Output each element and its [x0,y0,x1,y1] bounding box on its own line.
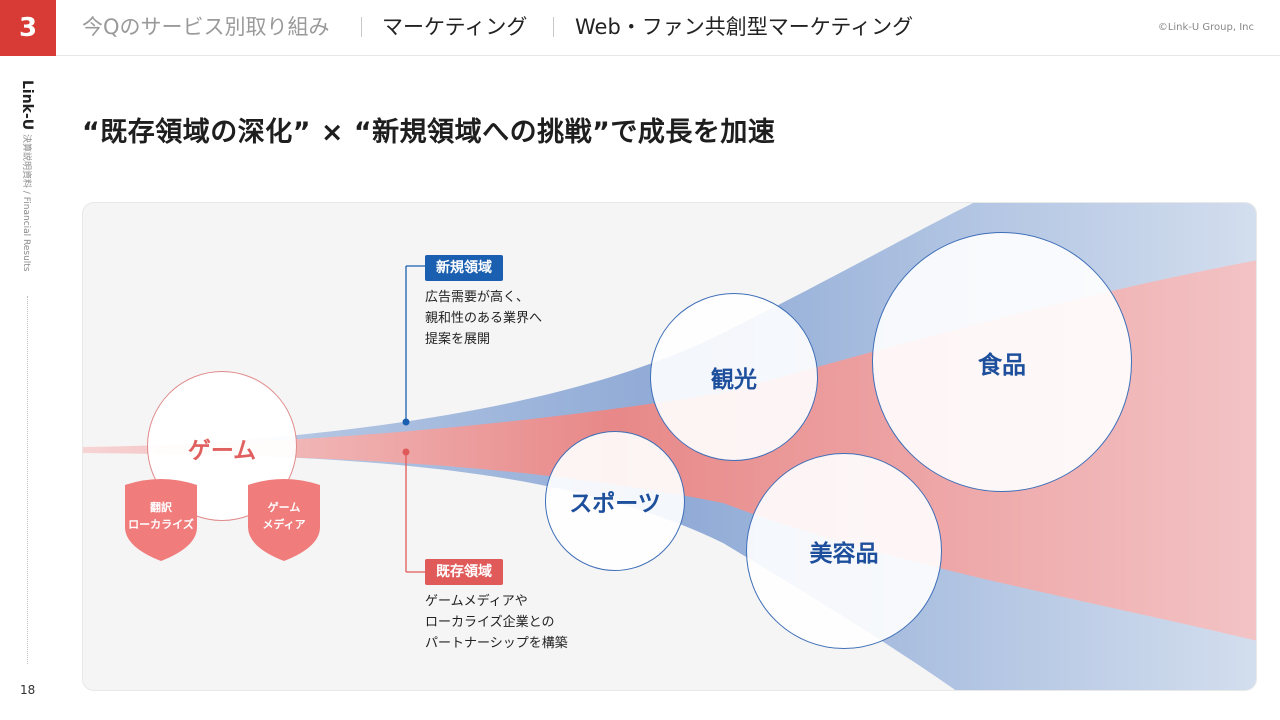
breadcrumb-item-1: 今Qのサービス別取り組み [82,15,330,39]
header: 3 今Qのサービス別取り組み マーケティング Web・ファン共創型マーケティング… [0,0,1280,56]
existing-area-tag: 既存領域 [425,559,503,585]
page-number: 18 [20,683,36,697]
breadcrumb-item-2: マーケティング [382,15,528,39]
shield-game-media: ゲーム メディア [244,475,324,563]
shield-label-localization: 翻訳 ローカライズ [128,501,194,531]
new-area-marker [402,418,410,426]
copyright: ©Link-U Group, Inc [1157,22,1254,33]
domain-circle-food: 食品 [872,232,1132,492]
side-divider [27,296,28,664]
growth-diagram: ゲーム 翻訳 ローカライズ ゲーム メディア 新規領域 広告需要が高く、 親和性… [82,202,1257,691]
existing-area-description: ゲームメディアや ローカライズ企業との パートナーシップを構築 [425,594,568,651]
domain-circle-beauty: 美容品 [746,453,942,649]
side-brand-logo: Link-U [19,80,35,131]
side-subtitle: 決算説明資料 / Financial Results [21,134,31,272]
page-title: “既存領域の深化” × “新規領域への挑戦”で成長を加速 [82,117,776,148]
domain-circle-sports: スポーツ [545,431,685,571]
game-label: ゲーム [187,438,257,464]
shield-icon [248,479,320,561]
new-area-description: 広告需要が高く、 親和性のある業界へ 提案を展開 [425,290,543,347]
breadcrumb-separator [361,17,362,37]
breadcrumb-separator [553,17,554,37]
breadcrumb-item-3: Web・ファン共創型マーケティング [575,15,914,39]
domain-circle-tourism: 観光 [650,293,818,461]
section-number-badge: 3 [0,0,56,56]
new-area-tag: 新規領域 [425,255,503,281]
existing-area-marker [402,448,410,456]
shield-icon [125,479,197,561]
shield-localization: 翻訳 ローカライズ [121,475,201,563]
shield-label-game-media: ゲーム メディア [262,501,306,531]
